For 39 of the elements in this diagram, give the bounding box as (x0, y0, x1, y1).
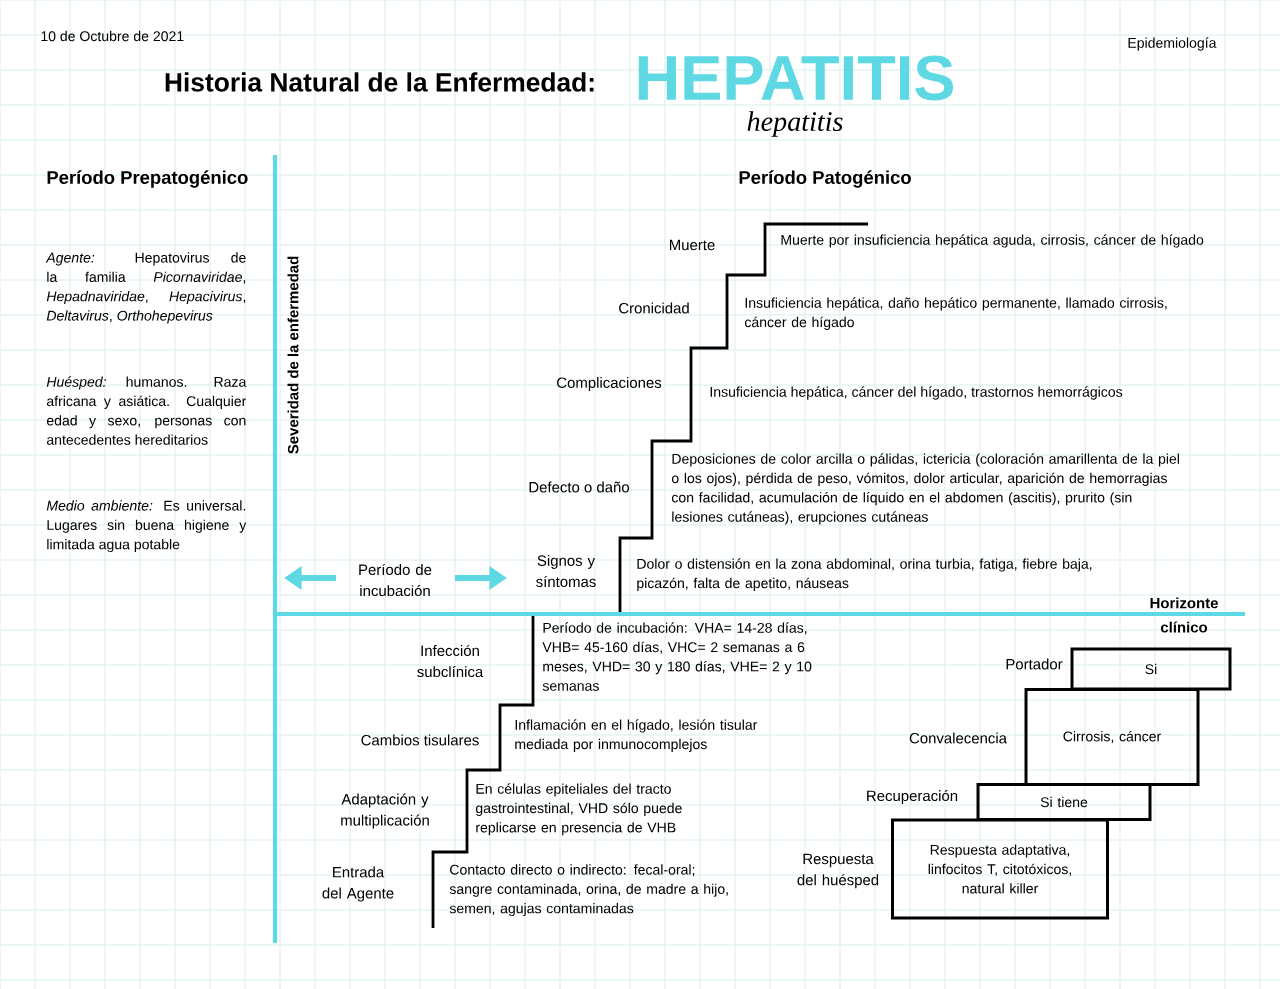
description-text: Contacto directo o indirecto: fecal-oral; sangre contaminada, orina, de madre a hijo, semen, agujas contaminadas (449, 864, 728, 917)
section-heading: Período Prepatogénico (47, 170, 248, 188)
horizon-label: Horizonte clínico (1150, 597, 1218, 633)
section-heading: Período Patogénico (739, 170, 911, 188)
description-text: Deposiciones de color arcilla o pálidas, ictericia (coloración amarillenta de la piel o los ojos), pérdida de peso, vómitos, dolor articular, aparición de hemorragias con facilidad, acumulación de líquido en el abdomen (ascitis), prurito (sin lesiones cutáneas), erupciones cutáneas (671, 453, 1179, 525)
date-text: 10 de Octubre de 2021 (41, 30, 184, 42)
paragraph-text: Medio ambiente: Es universal. Lugares sin buena higiene y limitada agua potable (46, 500, 247, 553)
description-text: Insuficiencia hepática, cáncer del hígado, trastornos hemorrágicos (710, 386, 1123, 400)
stage-label: Complicaciones (557, 377, 662, 391)
description-text: Período de incubación: VHA= 14-28 días, VHB= 45-160 días, VHC= 2 semanas a 6 meses, VHD= 30 y 180 días, VHE= 2 y 10 semanas (542, 622, 812, 691)
paragraph-text: Agente: Hepatovirus de la familia Picornaviridae, Hepadnaviridae, Hepacivirus, Deltavirus, Orthohepevirus (45, 252, 246, 324)
stage-label: Entrada del Agente (322, 866, 394, 902)
title-word: HEPATITIS (638, 55, 954, 101)
stage-label: Signos y síntomas (536, 554, 596, 587)
axis-label: Severidad de la enfermedad (287, 256, 299, 454)
stage-label: Infección subclínica (417, 644, 484, 678)
stage-label: Adaptación y multiplicación (341, 793, 429, 829)
stage-label: Defecto o daño (529, 481, 629, 493)
outcome-box: Cirrosis, cáncer (1024, 688, 1200, 786)
stage-label: Recuperación (867, 789, 958, 805)
period-label: Período de incubación (359, 563, 432, 597)
title-text: Historia Natural de la Enfermedad: (165, 72, 594, 92)
subject-text: Epidemiología (1128, 37, 1217, 51)
description-text: Dolor o distensión en la zona abdominal, orina turbia, fatiga, fiebre baja, picazón, falta de apetito, náuseas (637, 558, 1092, 591)
script-title: hepatitis (747, 111, 843, 137)
paragraph-text: Huésped: humanos. Raza africana y asiática. Cualquier edad y sexo, personas con antecedentes hereditarios (46, 376, 247, 445)
description-text: En células epiteliales del tracto gastrointestinal, VHD sólo puede replicarse en presencia de VHB (475, 783, 682, 836)
stage-label: Respuesta del huésped (797, 853, 879, 889)
description-text: Inflamación en el hígado, lesión tisular mediada por inmunocomplejos (515, 719, 758, 752)
stage-label: Cronicidad (619, 302, 689, 314)
stage-label: Cambios tisulares (361, 734, 479, 746)
description-text: Insuficiencia hepática, daño hepático permanente, llamado cirrosis, cáncer de hígado (744, 297, 1167, 330)
stage-label: Convalecencia (909, 732, 1007, 744)
outcome-box: Si tiene (976, 783, 1152, 821)
description-text: Muerte por insuficiencia hepática aguda, cirrosis, cáncer de hígado (781, 234, 1204, 248)
stage-label: Muerte (670, 239, 715, 251)
outcome-box: Si (1070, 647, 1232, 691)
outcome-box: Respuesta adaptativa, linfocitos T, citotóxicos, natural killer (891, 818, 1109, 920)
stage-label: Portador (1006, 658, 1063, 670)
